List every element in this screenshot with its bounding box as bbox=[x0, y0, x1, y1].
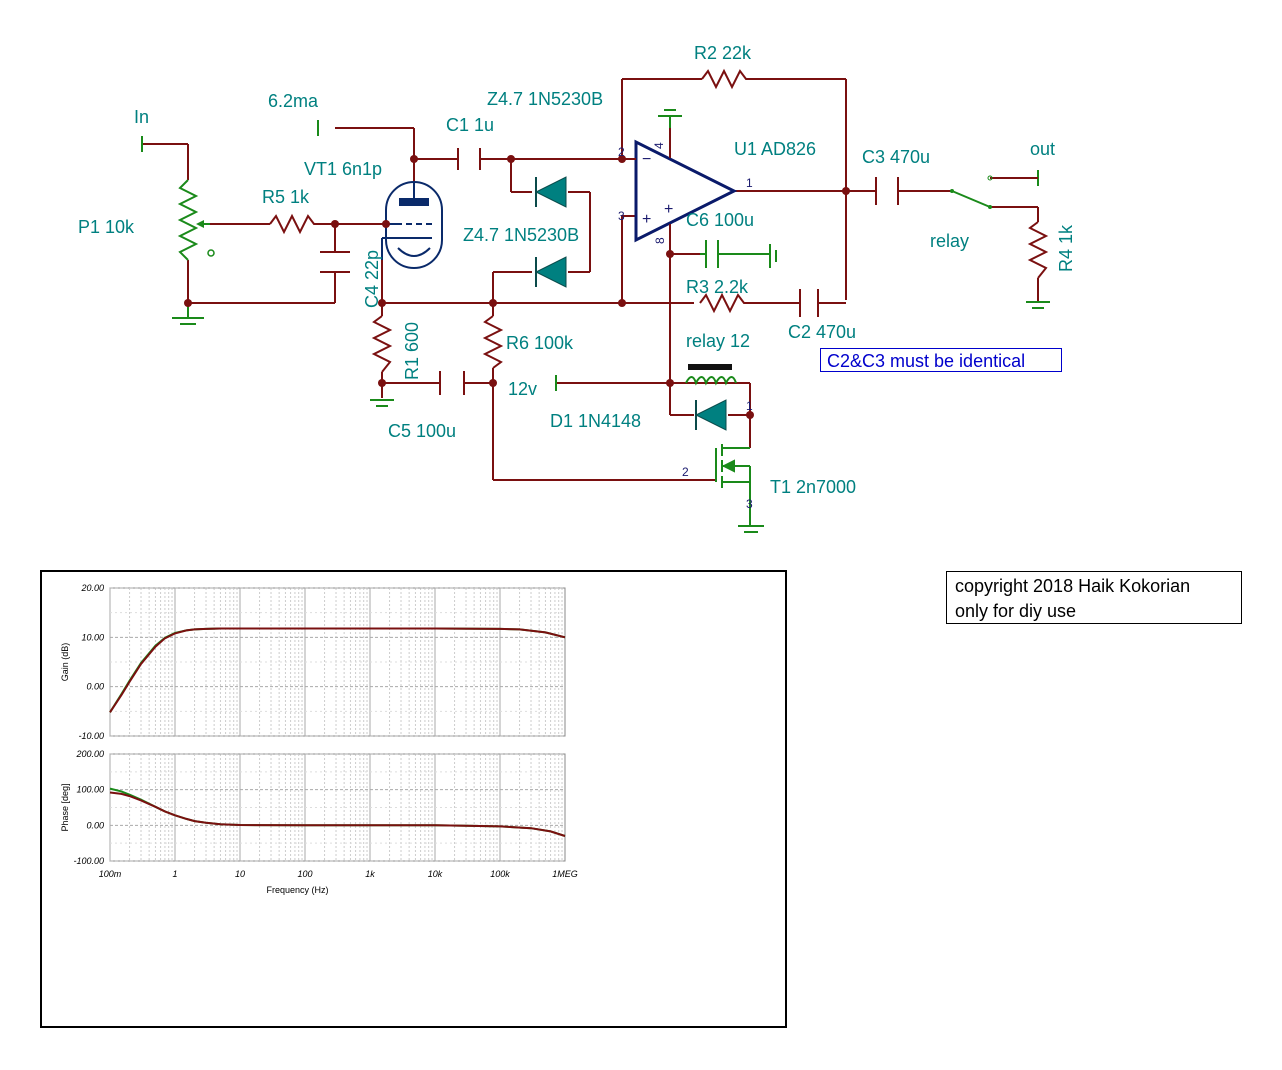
relay-coil bbox=[685, 364, 737, 386]
label-r5: R5 1k bbox=[262, 187, 310, 207]
wires bbox=[142, 78, 1039, 481]
label-c3: C3 470u bbox=[862, 147, 930, 167]
label-p1: P1 10k bbox=[78, 217, 135, 237]
series-line-2 bbox=[109, 791, 566, 837]
label-z1: Z4.7 1N5230B bbox=[487, 89, 603, 109]
x-tick-label: 100 bbox=[297, 869, 312, 879]
pin-op-minus: − bbox=[642, 151, 651, 168]
copyright-box: copyright 2018 Haik Kokorian only for di… bbox=[946, 571, 1242, 624]
label-c4: C4 22p bbox=[362, 250, 382, 308]
label-relay12: relay 12 bbox=[686, 331, 750, 351]
pin-labels: 2 3 1 4 8 − + + 2 3 1 bbox=[618, 142, 753, 511]
r3-resistor bbox=[699, 292, 748, 314]
component-labels: In out P1 10k R5 1k 6.2ma VT1 6n1p C4 22… bbox=[78, 43, 1076, 497]
x-tick-label: 1 bbox=[172, 869, 177, 879]
r2-resistor bbox=[701, 68, 752, 90]
relay-switch bbox=[950, 175, 1038, 209]
x-tick-label: 100m bbox=[99, 869, 122, 879]
label-bias: 6.2ma bbox=[268, 91, 319, 111]
label-relay: relay bbox=[930, 231, 969, 251]
label-r3: R3 2.2k bbox=[686, 277, 749, 297]
pin-op-plus2: + bbox=[664, 201, 673, 218]
copyright-line-2: only for diy use bbox=[955, 601, 1077, 621]
label-r1: R1 600 bbox=[402, 322, 422, 380]
label-d1: D1 1N4148 bbox=[550, 411, 641, 431]
series-line-2 bbox=[109, 627, 566, 713]
r4-resistor bbox=[1027, 221, 1049, 279]
label-c2: C2 470u bbox=[788, 322, 856, 342]
schematic: In out P1 10k R5 1k 6.2ma VT1 6n1p C4 22… bbox=[78, 43, 1076, 533]
label-vt1: VT1 6n1p bbox=[304, 159, 382, 179]
label-r6: R6 100k bbox=[506, 333, 574, 353]
y-tick-label: 200.00 bbox=[75, 749, 104, 759]
label-r4: R4 1k bbox=[1056, 224, 1076, 272]
label-u1: U1 AD826 bbox=[734, 139, 816, 159]
x-tick-label: 1MEG bbox=[552, 869, 578, 879]
label-z2: Z4.7 1N5230B bbox=[463, 225, 579, 245]
y-tick-label: 10.00 bbox=[81, 632, 104, 642]
d1-diode bbox=[694, 399, 727, 431]
copyright-line-1: copyright 2018 Haik Kokorian bbox=[955, 576, 1191, 596]
r1-resistor bbox=[371, 315, 393, 373]
label-c5: C5 100u bbox=[388, 421, 456, 441]
pin-op-v8: 8 bbox=[653, 237, 667, 244]
y-tick-label: 0.00 bbox=[86, 820, 104, 830]
panel-gain: 20.00 10.00 0.00 -10.00 Gain (dB) bbox=[60, 583, 566, 741]
label-c1: C1 1u bbox=[446, 115, 494, 135]
pin-t1-drain: 1 bbox=[746, 399, 753, 413]
zener-diodes bbox=[534, 176, 567, 288]
p1-potentiometer bbox=[177, 179, 215, 261]
pin-op-inv: 2 bbox=[618, 145, 625, 159]
y-tick-label: -10.00 bbox=[78, 731, 104, 741]
x-axis-label: Frequency (Hz) bbox=[266, 885, 328, 895]
y-axis-label: Phase [deg] bbox=[60, 783, 70, 831]
label-r2: R2 22k bbox=[694, 43, 752, 63]
junctions bbox=[184, 155, 850, 419]
x-tick-label: 100k bbox=[490, 869, 510, 879]
pin-t1-gate: 2 bbox=[682, 465, 689, 479]
label-out: out bbox=[1030, 139, 1055, 159]
x-tick-label: 10 bbox=[235, 869, 245, 879]
label-12v: 12v bbox=[508, 379, 537, 399]
ground-symbols bbox=[141, 109, 1050, 533]
r6-resistor bbox=[482, 315, 504, 369]
y-tick-label: 0.00 bbox=[86, 682, 104, 692]
pin-op-out: 1 bbox=[746, 176, 753, 190]
panel-phase: 200.00 100.00 0.00 -100.00 Phase [deg] 100m 1 1… bbox=[60, 749, 578, 895]
y-axis-label: Gain (dB) bbox=[60, 643, 70, 682]
label-in: In bbox=[134, 107, 149, 127]
x-tick-label: 10k bbox=[428, 869, 443, 879]
y-tick-label: -100.00 bbox=[73, 856, 104, 866]
r5-resistor bbox=[269, 213, 318, 235]
identical-capacitor-note: C2&C3 must be identical bbox=[820, 348, 1062, 372]
pin-op-plus: + bbox=[642, 211, 651, 228]
pin-t1-source: 3 bbox=[746, 497, 753, 511]
label-c6: C6 100u bbox=[686, 210, 754, 230]
resistors bbox=[269, 68, 1049, 373]
u1-opamp bbox=[626, 128, 738, 243]
y-tick-label: 20.00 bbox=[80, 583, 104, 593]
y-tick-label: 100.00 bbox=[76, 785, 104, 795]
vt1-tube bbox=[381, 181, 443, 269]
pin-op-noninv: 3 bbox=[618, 209, 625, 223]
t1-mosfet bbox=[715, 444, 751, 492]
x-tick-label: 1k bbox=[365, 869, 375, 879]
pin-op-v4: 4 bbox=[652, 142, 666, 149]
label-t1: T1 2n7000 bbox=[770, 477, 856, 497]
